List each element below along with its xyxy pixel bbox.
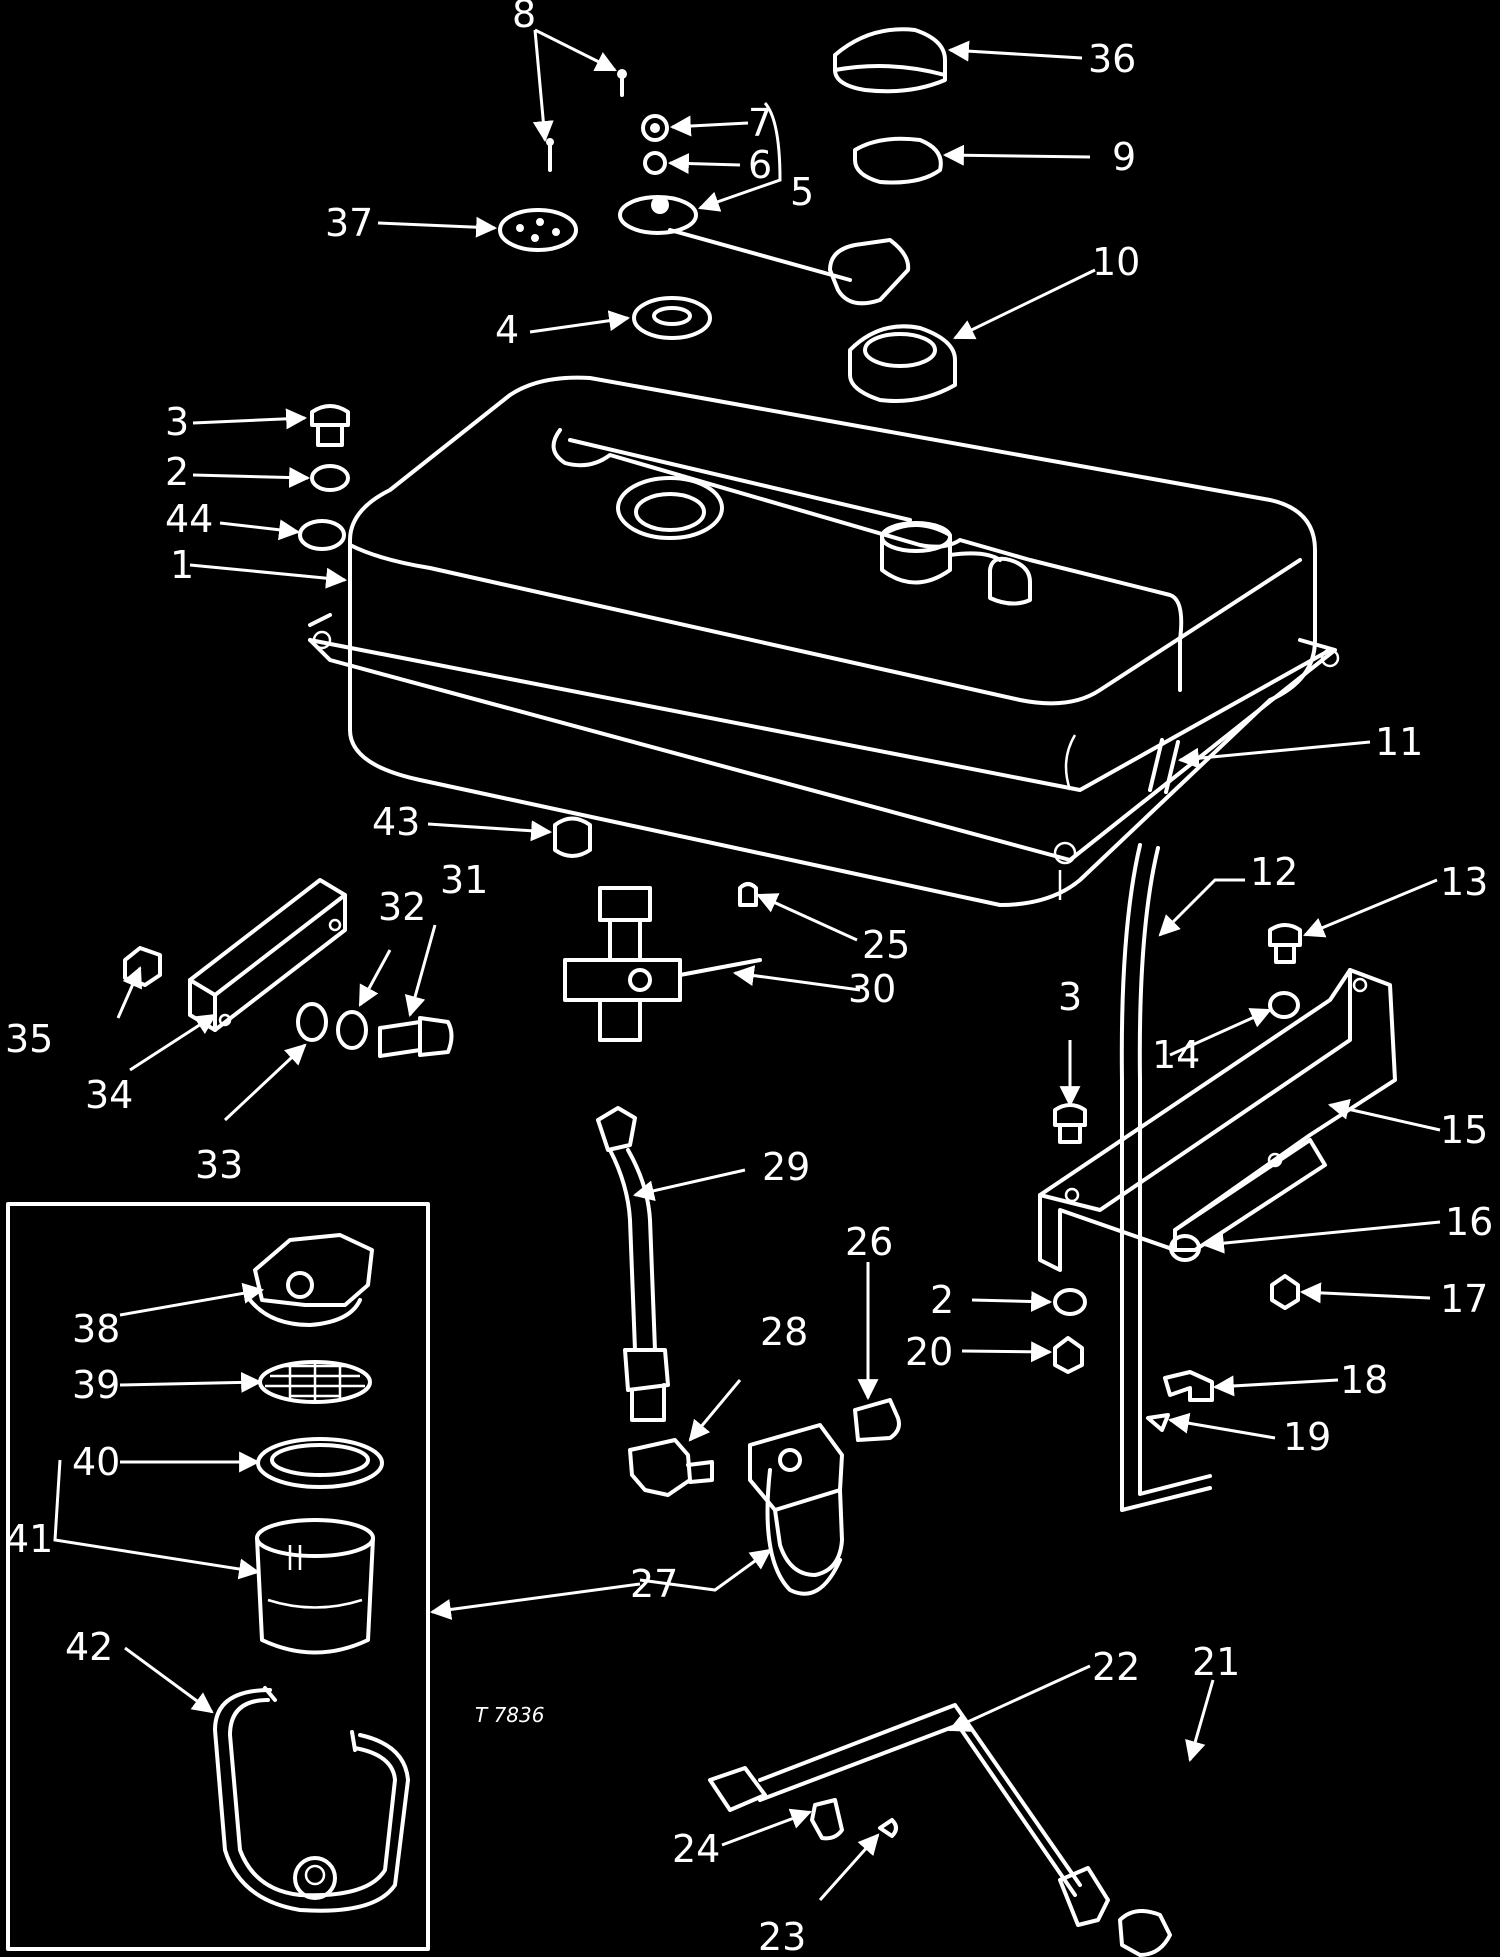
fitting-26 xyxy=(853,1398,901,1442)
washer-6 xyxy=(643,151,667,175)
callout-33: 33 xyxy=(195,1143,243,1187)
callout-35: 35 xyxy=(5,1017,53,1061)
nut-17 xyxy=(1270,1274,1300,1310)
callout-25: 25 xyxy=(862,923,910,967)
callout-24: 24 xyxy=(672,1827,720,1871)
callout-23: 23 xyxy=(758,1915,806,1957)
spacer-44 xyxy=(298,519,346,551)
callout-26: 26 xyxy=(845,1220,893,1264)
screws-8 xyxy=(546,69,627,172)
callout-9: 9 xyxy=(1112,135,1136,179)
callout-39: 39 xyxy=(72,1363,120,1407)
clip-24 xyxy=(810,1798,844,1841)
figure-code: T 7836 xyxy=(475,1703,544,1727)
callout-38: 38 xyxy=(72,1307,120,1351)
callout-17: 17 xyxy=(1440,1277,1488,1321)
fuel-tank xyxy=(308,375,1340,907)
callout-19: 19 xyxy=(1283,1415,1331,1459)
plug-25 xyxy=(738,882,758,907)
callout-34: 34 xyxy=(85,1073,133,1117)
callout-8: 8 xyxy=(512,0,536,36)
washer-32 xyxy=(336,1010,368,1050)
washer-2-right xyxy=(1053,1288,1087,1316)
callout-4: 4 xyxy=(495,308,519,352)
callout-37: 37 xyxy=(325,201,373,245)
fuel-line-29 xyxy=(596,1106,670,1422)
callout-5: 5 xyxy=(790,170,814,214)
drain-rod-12 xyxy=(1119,843,1212,1512)
washer-16 xyxy=(1169,1234,1201,1262)
callout-11: 11 xyxy=(1375,720,1423,764)
callout-44: 44 xyxy=(165,497,213,541)
callout-10: 10 xyxy=(1092,240,1140,284)
callout-20: 20 xyxy=(905,1330,953,1374)
bolt-3-top xyxy=(310,404,350,447)
plug-43 xyxy=(553,816,592,858)
callout-7: 7 xyxy=(748,101,772,145)
leader-arrows xyxy=(53,28,1441,1901)
callout-40: 40 xyxy=(72,1440,120,1484)
sending-unit-5 xyxy=(618,195,911,306)
nut-20 xyxy=(1053,1336,1084,1374)
callout-42: 42 xyxy=(65,1625,113,1669)
bolt-3-right xyxy=(1053,1103,1087,1144)
callout-29: 29 xyxy=(762,1145,810,1189)
nut-7 xyxy=(641,114,669,142)
callout-30: 30 xyxy=(848,967,896,1011)
inset-box xyxy=(6,1202,430,1951)
callout-21: 21 xyxy=(1192,1640,1240,1684)
callout-3-right: 3 xyxy=(1058,975,1082,1019)
nut-35 xyxy=(123,946,162,987)
grommet-4 xyxy=(632,296,712,340)
callout-36: 36 xyxy=(1088,37,1136,81)
washer-14 xyxy=(1268,991,1300,1019)
cap-36 xyxy=(833,27,947,94)
callout-2-top: 2 xyxy=(165,450,189,494)
screw-23 xyxy=(878,1818,898,1838)
sediment-bowl-27 xyxy=(748,1423,844,1596)
callout-12: 12 xyxy=(1250,850,1298,894)
elbow-28 xyxy=(628,1438,714,1497)
glass-bowl-41 xyxy=(255,1518,375,1655)
callout-18: 18 xyxy=(1340,1358,1388,1402)
callout-28: 28 xyxy=(760,1310,808,1354)
washer-33 xyxy=(296,1002,328,1042)
filter-head-38 xyxy=(248,1233,374,1327)
cap-9 xyxy=(853,136,943,185)
shutoff-valve-30 xyxy=(563,886,762,1042)
callout-43: 43 xyxy=(372,800,420,844)
callout-31: 31 xyxy=(440,858,488,902)
elbow-21 xyxy=(1118,1909,1172,1957)
gasket-37 xyxy=(498,208,578,252)
callout-41: 41 xyxy=(5,1517,53,1561)
callout-32: 32 xyxy=(378,885,426,929)
callout-2-right: 2 xyxy=(930,1278,954,1322)
callout-1: 1 xyxy=(170,543,194,587)
rod-11 xyxy=(1148,738,1180,794)
callout-27: 27 xyxy=(630,1562,678,1606)
callout-13: 13 xyxy=(1440,860,1488,904)
callout-14: 14 xyxy=(1152,1033,1200,1077)
bolt-31 xyxy=(378,1016,454,1058)
callout-3-top: 3 xyxy=(165,400,189,444)
fuel-line-22 xyxy=(708,1703,1110,1927)
callout-15: 15 xyxy=(1440,1108,1488,1152)
callout-16: 16 xyxy=(1445,1200,1493,1244)
bolt-13 xyxy=(1268,923,1302,964)
clip-18 xyxy=(1163,1370,1214,1402)
screen-39 xyxy=(258,1360,372,1404)
callout-labels: 8 7 6 5 36 9 10 37 4 3 2 44 1 11 43 12 1… xyxy=(5,0,1493,1957)
washer-2-top xyxy=(310,464,350,492)
callout-6: 6 xyxy=(748,143,772,187)
bail-42 xyxy=(213,1686,410,1913)
bracket-15 xyxy=(1038,968,1397,1272)
callout-22: 22 xyxy=(1092,1645,1140,1689)
screw-19 xyxy=(1146,1413,1170,1432)
gasket-40 xyxy=(256,1437,384,1489)
grommet-10 xyxy=(848,324,957,403)
